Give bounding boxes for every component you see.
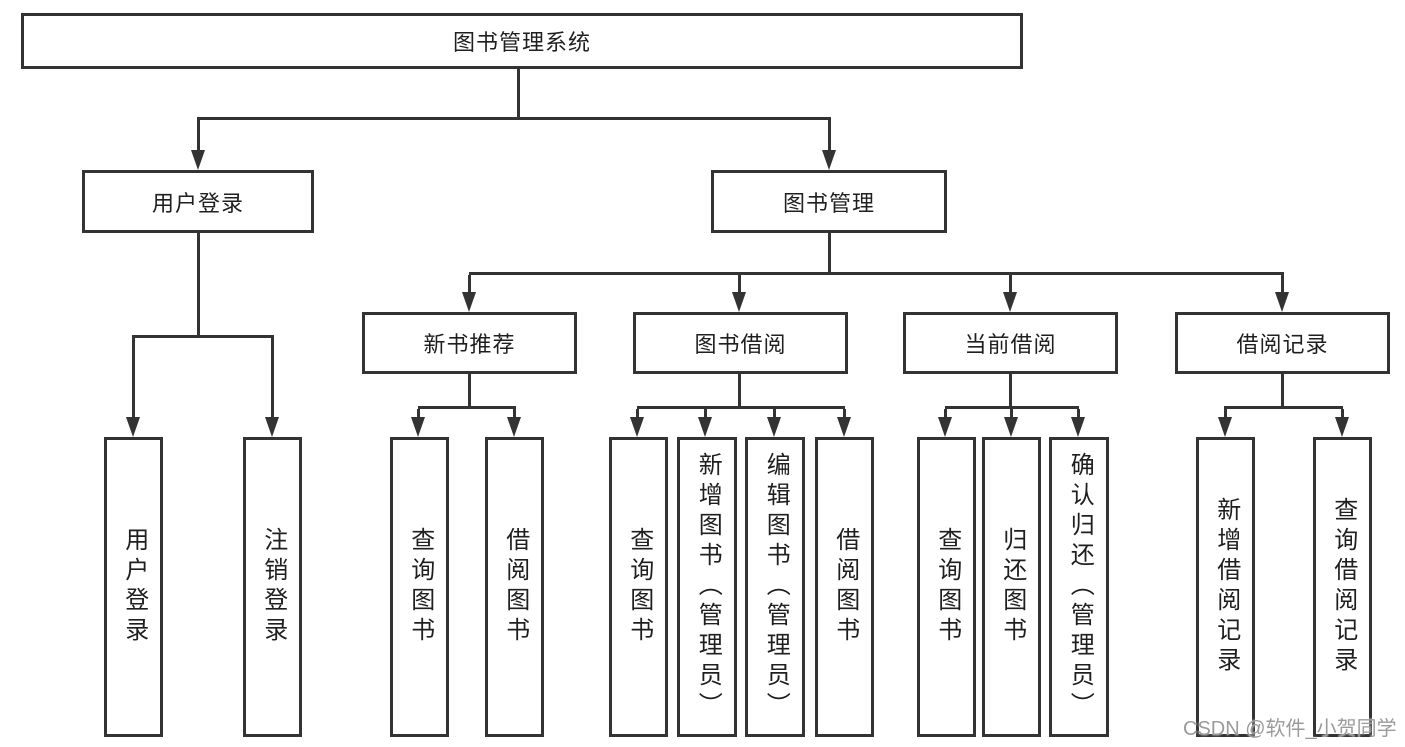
node-book-management: 图书管理: [711, 170, 947, 233]
arrowhead-bb-borrow: [837, 417, 851, 437]
connector-bookmgmt-stub: [828, 233, 831, 272]
arrowhead-cb-confirm: [1071, 417, 1085, 437]
node-label: 查询图书: [625, 527, 653, 647]
connector-bookborrow-hline: [637, 406, 845, 409]
arrowhead-leaf-logout: [265, 417, 279, 437]
arrowhead-cb-return: [1004, 417, 1018, 437]
leaf-borrowing-add-books-admin: 新增图书（管理员）: [677, 437, 737, 737]
leaf-newbook-query-books: 查询图书: [390, 437, 449, 737]
connector-stem-cb-confirm: [1077, 409, 1080, 417]
node-library-management-system: 图书管理系统: [21, 13, 1023, 69]
leaf-newbook-borrow-books: 借阅图书: [485, 437, 544, 737]
connector-borrowrecords-hline: [1224, 406, 1343, 409]
node-label: 查询图书: [406, 527, 434, 647]
arrowhead-bb-edit: [767, 417, 781, 437]
leaf-user-login: 用户登录: [104, 437, 163, 737]
connector-stem-bookborrow: [738, 275, 741, 292]
node-current-borrowing: 当前借阅: [903, 312, 1118, 374]
leaf-current-return-books: 归还图书: [982, 437, 1041, 737]
arrowhead-br-query: [1335, 417, 1349, 437]
node-label: 编辑图书（管理员）: [762, 452, 790, 722]
node-new-book-recommend: 新书推荐: [362, 312, 577, 374]
connector-stem-cb-return: [1010, 409, 1013, 417]
connector-stem-leaf-login: [132, 338, 135, 417]
connector-stem-borrowrecords: [1281, 275, 1284, 292]
node-label: 用户登录: [151, 190, 244, 216]
node-label: 当前借阅: [964, 332, 1057, 357]
node-label: 图书管理: [782, 190, 875, 216]
connector-stem-bb-borrow: [843, 409, 846, 417]
connector-userlogin-stub: [197, 233, 200, 335]
node-label: 图书借阅: [694, 332, 787, 357]
connector-stem-bb-edit: [773, 409, 776, 417]
leaf-records-query-record: 查询借阅记录: [1313, 437, 1372, 737]
leaf-records-add-record: 新增借阅记录: [1196, 437, 1255, 737]
arrowhead-currentborrow: [1003, 292, 1017, 312]
connector-stem-currentborrow: [1009, 275, 1012, 292]
arrowhead-cb-query: [938, 417, 952, 437]
connector-stem-user-login: [197, 120, 200, 150]
connector-stem-newbook: [468, 275, 471, 292]
connector-stem-br-query: [1341, 409, 1344, 417]
node-label: 借阅图书: [831, 527, 859, 647]
connector-stem-leaf-logout: [271, 338, 274, 417]
arrowhead-nb-borrow: [507, 417, 521, 437]
connector-stem-bb-query: [636, 409, 639, 417]
arrowhead-leaf-login: [126, 417, 140, 437]
node-label: 注销登录: [259, 527, 287, 647]
node-book-borrowing: 图书借阅: [633, 312, 848, 374]
connector-stem-cb-query: [944, 409, 947, 417]
arrowhead-borrowrecords: [1275, 292, 1289, 312]
connector-bookmgmt-hline: [469, 272, 1284, 275]
connector-newbook-hline: [418, 406, 516, 409]
leaf-current-query-books: 查询图书: [917, 437, 976, 737]
arrowhead-nb-query: [411, 417, 425, 437]
connector-stem-br-add: [1224, 409, 1227, 417]
connector-stem-nb-borrow: [513, 409, 516, 417]
arrowhead-book-mgmt: [822, 150, 836, 170]
node-label: 查询借阅记录: [1329, 497, 1357, 677]
node-label: 借阅记录: [1236, 332, 1329, 357]
connector-newbook-stub: [468, 374, 471, 406]
connector-root-hline: [197, 117, 831, 120]
leaf-borrowing-query-books: 查询图书: [609, 437, 668, 737]
connector-root-stub: [517, 69, 520, 117]
node-label: 新增图书（管理员）: [694, 452, 722, 722]
connector-currentborrow-hline: [945, 406, 1079, 409]
node-label: 借阅图书: [501, 527, 529, 647]
arrowhead-user-login: [191, 150, 205, 170]
node-label: 新增借阅记录: [1212, 497, 1240, 677]
arrowhead-newbook: [462, 292, 476, 312]
arrowhead-bb-add: [698, 417, 712, 437]
connector-borrowrecords-stub: [1281, 374, 1284, 406]
node-user-login: 用户登录: [82, 170, 314, 233]
arrowhead-bb-query: [630, 417, 644, 437]
leaf-current-confirm-return-admin: 确认归还（管理员）: [1049, 437, 1109, 737]
connector-bookborrow-stub: [738, 374, 741, 406]
leaf-borrowing-edit-books-admin: 编辑图书（管理员）: [745, 437, 805, 737]
arrowhead-bookborrow: [732, 292, 746, 312]
connector-stem-book-mgmt: [828, 120, 831, 150]
node-label: 确认归还（管理员）: [1066, 452, 1094, 722]
connector-currentborrow-stub: [1009, 374, 1012, 406]
node-label: 查询图书: [933, 527, 961, 647]
node-label: 新书推荐: [423, 332, 516, 357]
node-label: 图书管理系统: [452, 30, 591, 55]
connector-stem-nb-query: [417, 409, 420, 417]
arrowhead-br-add: [1218, 417, 1232, 437]
connector-stem-bb-add: [704, 409, 707, 417]
node-label: 归还图书: [998, 527, 1026, 647]
connector-userlogin-hline: [132, 335, 274, 338]
leaf-logout: 注销登录: [243, 437, 302, 737]
node-borrowing-records: 借阅记录: [1175, 312, 1390, 374]
csdn-watermark: CSDN @软件_小贺同学: [1183, 718, 1397, 740]
leaf-borrowing-borrow-books: 借阅图书: [815, 437, 874, 737]
node-label: 用户登录: [120, 527, 148, 647]
